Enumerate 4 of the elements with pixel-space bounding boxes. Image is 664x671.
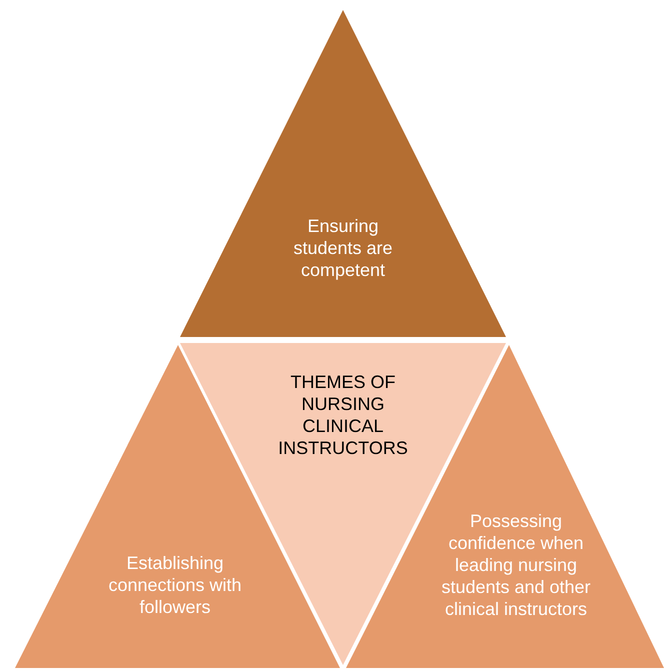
- theme-label: Possessing confidence when leading nursing students and other clinical instructors: [440, 510, 592, 620]
- theme-label: Ensuring students are competent: [292, 215, 394, 281]
- theme-label: Establishing connections with followers: [107, 552, 243, 618]
- theme-label: THEMES OF NURSING CLINICAL INSTRUCTORS: [277, 371, 409, 459]
